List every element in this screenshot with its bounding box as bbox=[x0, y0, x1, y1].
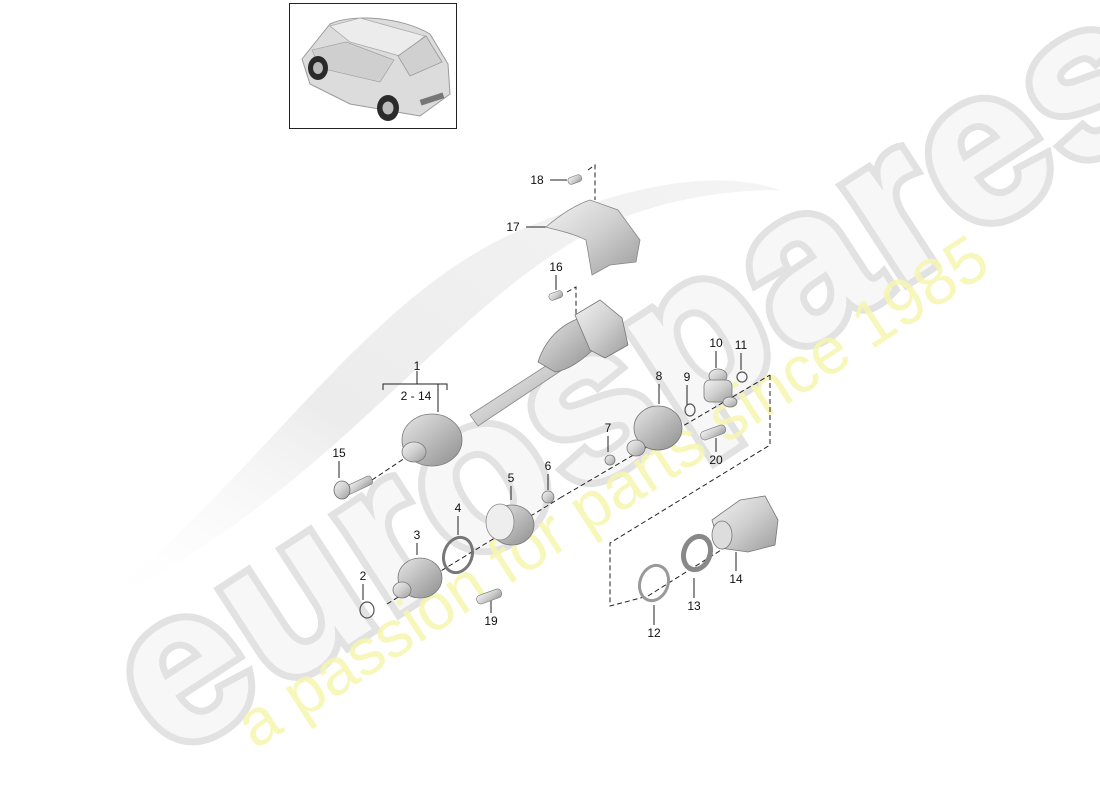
part-label-4[interactable]: 4 bbox=[454, 501, 462, 515]
assembly-number-label: 1 bbox=[413, 359, 421, 373]
part-label-14[interactable]: 14 bbox=[729, 572, 743, 586]
part-label-5[interactable]: 5 bbox=[507, 471, 515, 485]
part-11-circlip bbox=[736, 371, 748, 383]
part-label-7[interactable]: 7 bbox=[604, 421, 612, 435]
assembly-range-label: 2 - 14 bbox=[400, 389, 432, 403]
part-7-nut bbox=[604, 454, 616, 466]
part-label-8[interactable]: 8 bbox=[655, 369, 663, 383]
watermark-swoosh bbox=[90, 180, 780, 611]
car-icon bbox=[301, 17, 451, 121]
part-label-9[interactable]: 9 bbox=[683, 370, 691, 384]
part-18-bolt bbox=[567, 174, 583, 185]
part-17-heat-shield bbox=[545, 199, 641, 276]
vehicle-thumbnail bbox=[289, 3, 457, 129]
part-15-bolt bbox=[333, 475, 374, 500]
part-label-18[interactable]: 18 bbox=[530, 173, 544, 187]
part-label-17[interactable]: 17 bbox=[506, 220, 520, 234]
part-label-19[interactable]: 19 bbox=[484, 614, 498, 628]
part-2-circlip bbox=[359, 601, 375, 619]
part-label-6[interactable]: 6 bbox=[544, 459, 552, 473]
part-label-15[interactable]: 15 bbox=[332, 446, 346, 460]
part-14-housing bbox=[711, 495, 779, 553]
part-1-driveshaft bbox=[401, 299, 629, 467]
part-3-cv-boot bbox=[392, 557, 443, 599]
part-6-nut bbox=[541, 490, 555, 504]
part-12-ring bbox=[637, 563, 671, 603]
part-5-cv-boot bbox=[485, 503, 535, 546]
part-8-cv-boot bbox=[626, 405, 683, 457]
part-label-11[interactable]: 11 bbox=[734, 338, 748, 352]
part-16-bolt bbox=[548, 290, 564, 301]
part-label-10[interactable]: 10 bbox=[709, 336, 723, 350]
part-label-2[interactable]: 2 bbox=[359, 569, 367, 583]
part-9-circlip bbox=[684, 403, 696, 417]
part-label-12[interactable]: 12 bbox=[647, 626, 661, 640]
part-label-20[interactable]: 20 bbox=[709, 453, 723, 467]
part-10-tripod-joint bbox=[703, 368, 738, 408]
part-label-13[interactable]: 13 bbox=[687, 599, 701, 613]
part-4-clamp bbox=[441, 535, 475, 575]
part-label-16[interactable]: 16 bbox=[549, 260, 563, 274]
part-13-ring bbox=[680, 533, 714, 573]
part-label-3[interactable]: 3 bbox=[413, 528, 421, 542]
part-20-sleeve bbox=[700, 424, 727, 441]
part-19-sleeve bbox=[476, 588, 503, 605]
